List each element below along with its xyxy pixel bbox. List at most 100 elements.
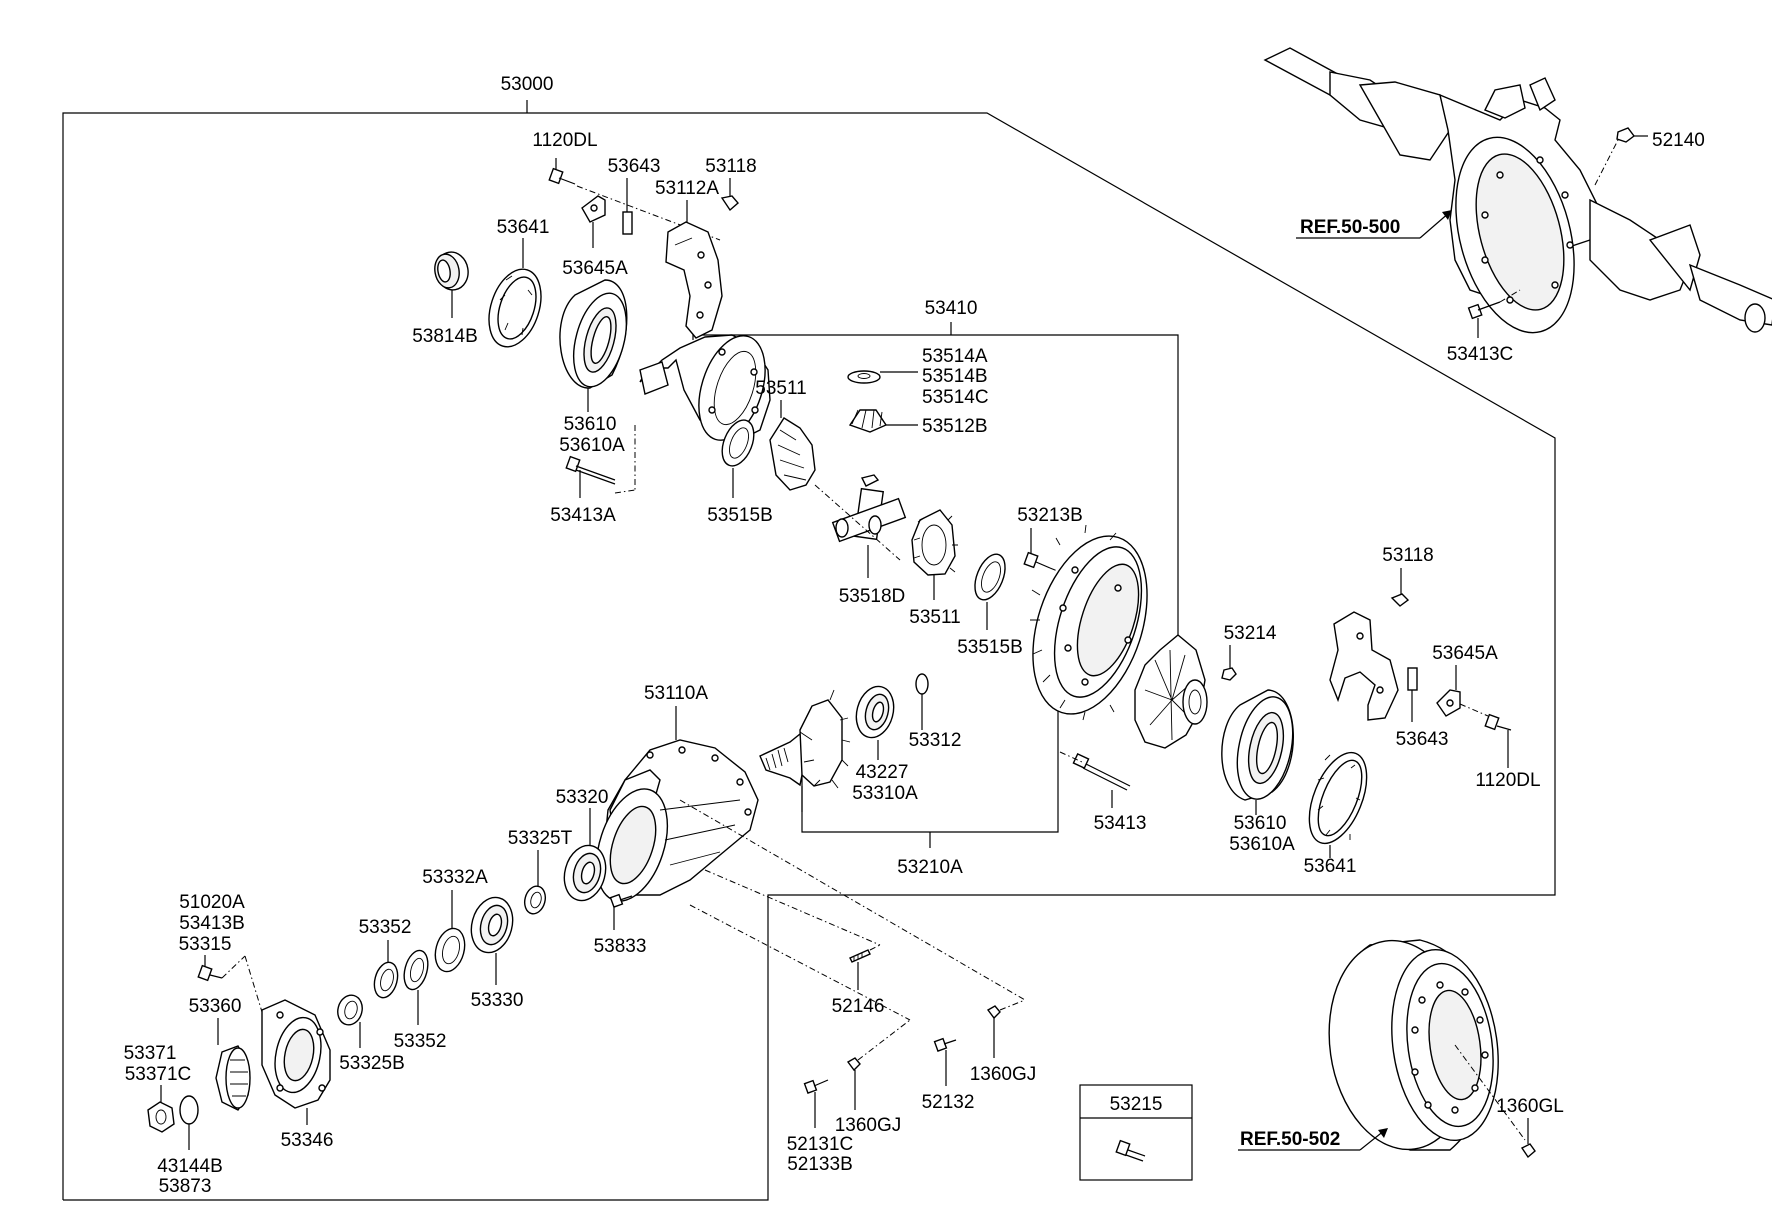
label-oring-43144b: 43144B [157, 1156, 223, 1177]
label-bolt-53413c: 53413C [1447, 344, 1514, 365]
bearing-53610-right [1221, 689, 1294, 815]
label-gasket-1360gl: 1360GL [1496, 1096, 1564, 1117]
label-cap-53112a: 53112A [655, 178, 719, 199]
label-plate-53645a-top: 53645A [562, 258, 628, 279]
washer-53352-bottom [403, 949, 429, 1025]
label-washer-53514a: 53514A [922, 346, 988, 367]
thrust-washer-53515b-bottom [974, 553, 1006, 630]
label-bolt-53413: 53413 [1094, 813, 1147, 834]
plug-52140 [1616, 127, 1648, 143]
bearing-53610-top [559, 279, 628, 412]
brake-drum [1328, 939, 1526, 1151]
label-box-53215: 53215 [1110, 1094, 1163, 1115]
label-gear-53511-top: 53511 [755, 378, 806, 399]
label-plug-52140: 52140 [1652, 130, 1705, 151]
label-washer-53515b-top: 53515B [707, 505, 773, 526]
differential-case-right [1134, 634, 1208, 749]
label-cup-53332a: 53332A [422, 867, 488, 888]
pinion-gear-53512b [848, 409, 918, 433]
label-flange-53360: 53360 [189, 996, 242, 1017]
adjusting-nut-53641-top [488, 238, 542, 348]
label-carrier-53410: 53410 [925, 298, 978, 319]
label-bearing-53610-right: 53610 [1234, 813, 1287, 834]
label-pinion-53310a: 53310A [852, 783, 918, 804]
pinion-washer-53514a [847, 370, 918, 384]
label-ref-brake-drum: REF.50-502 [1240, 1129, 1340, 1150]
label-seal-53346: 53346 [281, 1130, 334, 1151]
carrier-housing-53110a [595, 706, 1026, 1021]
bolt-53413c [1467, 289, 1521, 338]
label-bearing-53320: 53320 [556, 787, 609, 808]
label-nut-53641-top: 53641 [497, 217, 550, 238]
label-bolt-53833: 53833 [594, 936, 647, 957]
label-clip-53118-right: 53118 [1382, 545, 1433, 566]
label-bolt-52133b: 52133B [787, 1154, 853, 1175]
label-clip-53118-top: 53118 [705, 156, 756, 177]
clip-53118-top [720, 178, 739, 212]
label-seal-53814b: 53814B [412, 326, 478, 347]
side-gear-53511-bottom [911, 509, 958, 600]
label-bolt-52132: 52132 [922, 1092, 975, 1113]
axle-housing [1263, 47, 1772, 334]
label-spacer-53325t: 53325T [508, 828, 573, 849]
gasket-1360gj-left [846, 1019, 911, 1110]
label-gasket-1360gj-left: 1360GJ [835, 1115, 902, 1136]
label-bolt-53413a: 53413A [550, 505, 616, 526]
label-washer-53515b-bottom: 53515B [957, 637, 1023, 658]
nut-53214 [1221, 645, 1237, 681]
bracket-53410 [692, 334, 1179, 640]
label-shim-53643-right: 53643 [1396, 729, 1449, 750]
label-washer-53514b: 53514B [922, 366, 988, 387]
label-bearing-53330: 53330 [471, 990, 524, 1011]
label-bearing-53610-top: 53610 [564, 414, 617, 435]
stud-52146 [849, 944, 881, 990]
label-bearing-53610a-top: 53610A [559, 435, 625, 456]
seal-housing-53346 [261, 999, 331, 1125]
label-nut-53641-right: 53641 [1304, 856, 1357, 877]
label-washer-53514c: 53514C [922, 387, 989, 408]
label-ref-53315: 53315 [179, 934, 232, 955]
seal-53814b [434, 251, 469, 318]
bearing-cup-53332a [434, 890, 466, 973]
plate-53645a-right [1436, 665, 1461, 717]
label-bolt-1120dl-top: 1120DL [532, 130, 597, 151]
clip-53118-right [1390, 568, 1410, 607]
thrust-washer-53515b-top [721, 419, 755, 498]
label-washer-53352-bottom: 53352 [394, 1031, 447, 1052]
bolt-53833 [609, 893, 633, 930]
spacer-53325t [523, 850, 547, 915]
gasket-1360gj-right [986, 999, 1026, 1058]
o-ring-43144b [179, 1095, 199, 1150]
label-nut-53371c: 53371C [125, 1064, 192, 1085]
bolt-1120dl-right [1459, 703, 1512, 768]
label-oring-53873: 53873 [159, 1176, 212, 1197]
ref-arrow-brake-drum [1238, 1128, 1388, 1151]
bearing-43227 [855, 685, 895, 760]
bolt-53413 [1059, 751, 1131, 808]
label-shim-53643-top: 53643 [608, 156, 661, 177]
bearing-cap-right [1329, 611, 1399, 721]
drive-pinion-53310a [759, 689, 851, 812]
label-spider-53518d: 53518D [839, 586, 906, 607]
bolt-52132 [933, 1037, 957, 1086]
label-washer-53352-top: 53352 [359, 917, 412, 938]
gasket-1360gl [1520, 1118, 1536, 1159]
label-carrier-53110a: 53110A [644, 683, 708, 704]
ring-gear [1030, 524, 1148, 721]
label-bolt-53213b: 53213B [1017, 505, 1083, 526]
label-plate-53645a-right: 53645A [1432, 643, 1498, 664]
bolt-52131c [803, 1079, 829, 1128]
bearing-53320 [563, 808, 607, 902]
label-bearing-53610a-right: 53610A [1229, 834, 1295, 855]
label-bolt-1120dl-right: 1120DL [1475, 770, 1540, 791]
plate-53645a-top [581, 195, 606, 248]
assembly-outline [62, 100, 1556, 1201]
label-bolt-52131c: 52131C [787, 1134, 854, 1155]
ref-arrow-axle-housing [1296, 210, 1452, 239]
label-ref-51020a: 51020A [179, 892, 245, 913]
shim-53643-right [1407, 667, 1418, 722]
box-53215 [1079, 1084, 1193, 1181]
label-ref-axle-housing: REF.50-500 [1300, 217, 1400, 238]
adjusting-nut-53641-right [1308, 751, 1368, 858]
